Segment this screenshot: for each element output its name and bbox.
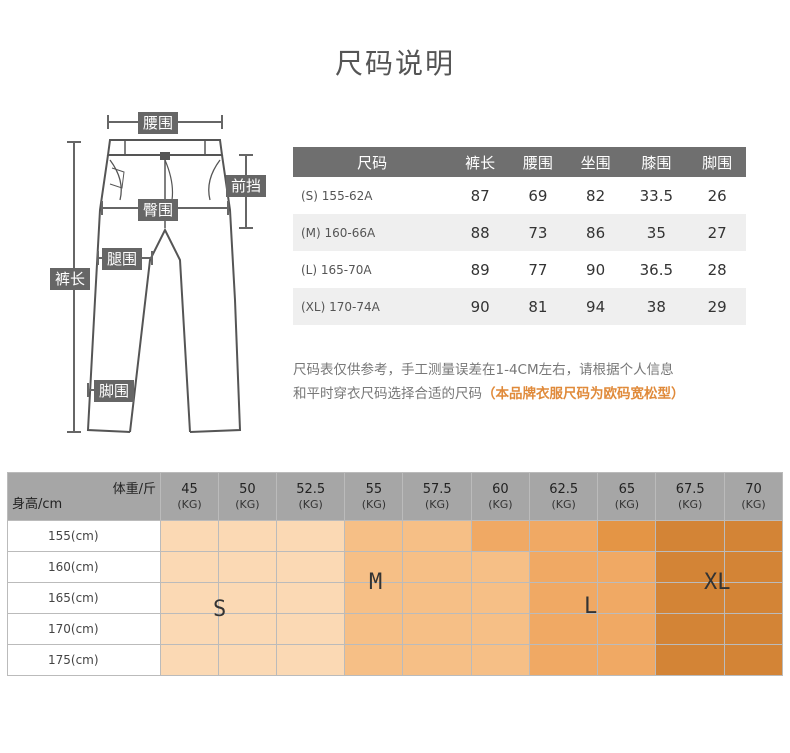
header-seat: 坐围 bbox=[566, 147, 625, 177]
height-label: 160(cm) bbox=[7, 551, 161, 583]
grid-row: 170(cm) bbox=[7, 613, 784, 645]
weight-col: 50(KG) bbox=[217, 472, 277, 521]
grid-row: 165(cm) bbox=[7, 582, 784, 614]
note-line-1: 尺码表仅供参考，手工测量误差在1-4CM左右，请根据个人信息 bbox=[293, 362, 674, 378]
size-table-header: 尺码 裤长 腰围 坐围 膝围 脚围 bbox=[293, 147, 746, 177]
size-recommendation-grid: 体重/斤 身高/cm 45(KG) 50(KG) 52.5(KG) 55(KG)… bbox=[7, 472, 784, 676]
grid-row: 175(cm) bbox=[7, 644, 784, 676]
table-row: (M) 160-66A 88 73 86 35 27 bbox=[293, 214, 746, 251]
hip-label: 臀围 bbox=[138, 199, 179, 221]
size-note: 尺码表仅供参考，手工测量误差在1-4CM左右，请根据个人信息 和平时穿衣尺码选择… bbox=[293, 358, 763, 406]
weight-col: 62.5(KG) bbox=[528, 472, 599, 521]
grid-corner: 体重/斤 身高/cm bbox=[7, 472, 161, 521]
size-table: 尺码 裤长 腰围 坐围 膝围 脚围 (S) 155-62A 87 69 82 3… bbox=[293, 147, 746, 325]
note-highlight: （本品牌衣服尺码为欧码宽松型） bbox=[482, 386, 685, 402]
weight-col: 70(KG) bbox=[723, 472, 784, 521]
header-size: 尺码 bbox=[293, 147, 452, 177]
height-label: 170(cm) bbox=[7, 613, 161, 645]
grid-header-row: 体重/斤 身高/cm 45(KG) 50(KG) 52.5(KG) 55(KG)… bbox=[7, 472, 784, 521]
header-waist: 腰围 bbox=[509, 147, 567, 177]
note-line-2: 和平时穿衣尺码选择合适的尺码 bbox=[293, 386, 482, 402]
pants-diagram: 腰围 前挡 臀围 腿围 裤长 脚围 bbox=[40, 100, 280, 450]
table-row: (S) 155-62A 87 69 82 33.5 26 bbox=[301, 186, 727, 205]
table-row: (L) 165-70A 89 77 90 36.5 28 bbox=[301, 260, 727, 279]
grid-row: 160(cm) bbox=[7, 551, 784, 583]
height-label: 175(cm) bbox=[7, 644, 161, 676]
rise-label: 前挡 bbox=[226, 175, 267, 197]
zone-m-label: M bbox=[369, 570, 383, 595]
thigh-label: 腿围 bbox=[102, 248, 143, 270]
waist-label: 腰围 bbox=[138, 112, 179, 134]
corner-height-label: 身高/cm bbox=[12, 496, 63, 512]
hem-label: 脚围 bbox=[94, 380, 135, 402]
zone-l-label: L bbox=[584, 594, 598, 619]
pants-outline-icon bbox=[67, 115, 253, 433]
header-knee: 膝围 bbox=[624, 147, 689, 177]
table-row: (XL) 170-74A 90 81 94 38 29 bbox=[293, 288, 746, 325]
zone-s-label: S bbox=[213, 597, 227, 622]
header-length: 裤长 bbox=[451, 147, 509, 177]
weight-col: 67.5(KG) bbox=[655, 472, 725, 521]
zone-xl-label: XL bbox=[704, 570, 731, 595]
page-title: 尺码说明 bbox=[334, 47, 455, 80]
height-label: 165(cm) bbox=[7, 582, 161, 614]
weight-col: 60(KG) bbox=[470, 472, 530, 521]
weight-col: 45(KG) bbox=[160, 472, 219, 521]
length-label: 裤长 bbox=[50, 268, 91, 290]
header-hem: 脚围 bbox=[688, 147, 746, 177]
grid-row: 155(cm) bbox=[7, 520, 784, 552]
weight-col: 57.5(KG) bbox=[402, 472, 472, 521]
weight-col: 55(KG) bbox=[344, 472, 404, 521]
corner-weight-label: 体重/斤 bbox=[112, 481, 156, 497]
weight-col: 52.5(KG) bbox=[275, 472, 346, 521]
height-label: 155(cm) bbox=[7, 520, 161, 552]
weight-col: 65(KG) bbox=[597, 472, 657, 521]
